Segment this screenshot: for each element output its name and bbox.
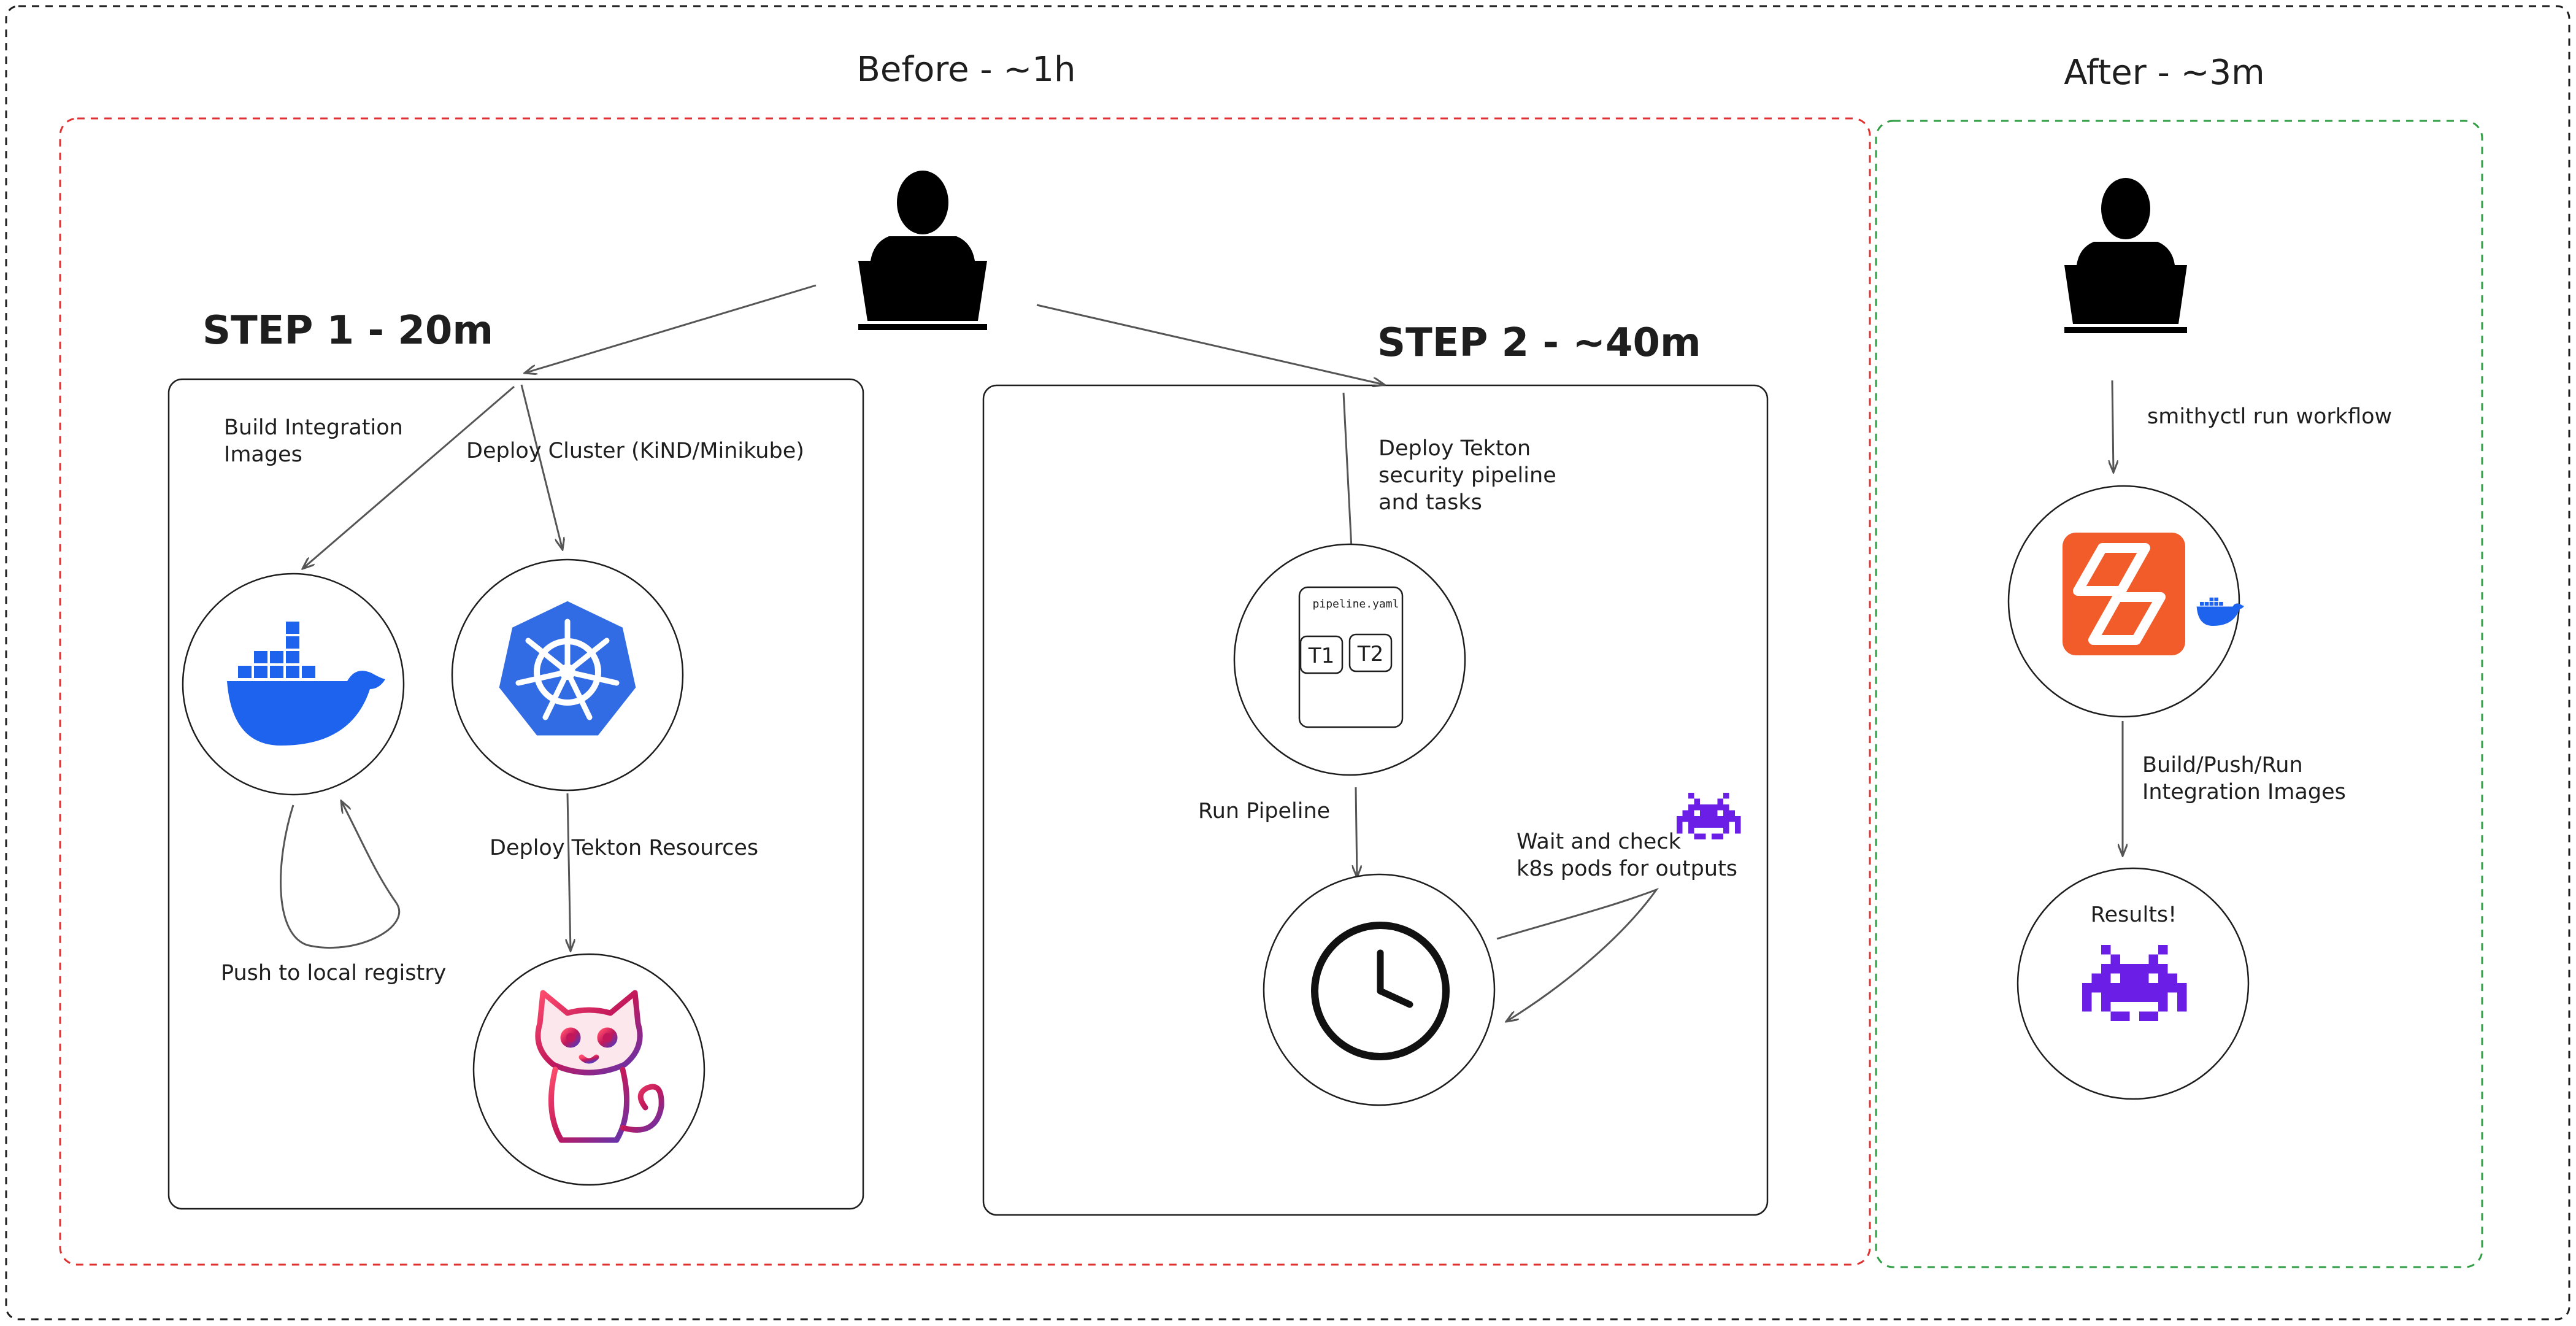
space-invader-icon [1677, 793, 1741, 839]
outer-frame [5, 5, 2570, 1320]
arrow-push-registry-loop [280, 801, 401, 949]
label-build-images-1: Build Integration [224, 415, 403, 440]
user-at-laptop-icon-after [2064, 178, 2187, 333]
task2-box [1348, 633, 1393, 673]
smithy-logo-icon [2063, 533, 2185, 655]
docker-small-icon [2196, 597, 2244, 626]
user-at-laptop-icon [858, 171, 987, 330]
label-build-push-run-1: Build/Push/Run [2142, 753, 2303, 777]
arrow-wait-loop [1496, 887, 1659, 1022]
arrow-to-pipeline [1342, 392, 1352, 560]
label-wait-check-1: Wait and check [1517, 830, 1682, 854]
arrow-to-kubernetes [520, 384, 563, 550]
arrow-to-tekton [567, 793, 571, 951]
label-deploy-tekton-resources: Deploy Tekton Resources [490, 836, 758, 860]
step1-panel [167, 378, 864, 1210]
label-wait-check-2: k8s pods for outputs [1517, 857, 1737, 881]
arrow-user-to-step2 [1036, 304, 1385, 385]
after-title: After - ~3m [2064, 53, 2264, 93]
pipeline-yaml-icon: pipeline.yaml T1 T2 [1298, 586, 1404, 728]
tekton-cat-icon [535, 990, 664, 1143]
arrow-to-clock [1356, 787, 1357, 877]
task1-box [1299, 635, 1344, 674]
arrow-user-to-smithy [2112, 380, 2113, 472]
kubernetes-wheel-icon [496, 598, 639, 739]
docker-whale-icon [227, 622, 385, 746]
arrow-user-to-step1 [525, 284, 817, 373]
label-results: Results! [2091, 903, 2177, 927]
label-build-images-2: Images [224, 442, 302, 467]
pipeline-file-label: pipeline.yaml [1313, 598, 1399, 611]
arrow-to-docker [302, 385, 515, 569]
step1-title: STEP 1 - 20m [202, 308, 493, 353]
clock-icon [1311, 922, 1450, 1060]
task1-label: T1 [1308, 644, 1334, 668]
label-build-push-run-2: Integration Images [2142, 780, 2346, 804]
label-push-registry: Push to local registry [221, 961, 446, 985]
step2-title: STEP 2 - ~40m [1377, 320, 1701, 366]
label-deploy-pipeline-3: and tasks [1378, 490, 1482, 515]
task2-label: T2 [1357, 642, 1383, 666]
label-deploy-cluster: Deploy Cluster (KiND/Minikube) [466, 439, 804, 463]
before-title: Before - ~1h [857, 50, 1076, 90]
label-smithyctl: smithyctl run workflow [2147, 404, 2392, 429]
label-deploy-pipeline-1: Deploy Tekton [1378, 436, 1531, 461]
label-run-pipeline: Run Pipeline [1198, 799, 1330, 823]
after-section [1875, 120, 2483, 1268]
label-deploy-pipeline-2: security pipeline [1378, 463, 1556, 488]
